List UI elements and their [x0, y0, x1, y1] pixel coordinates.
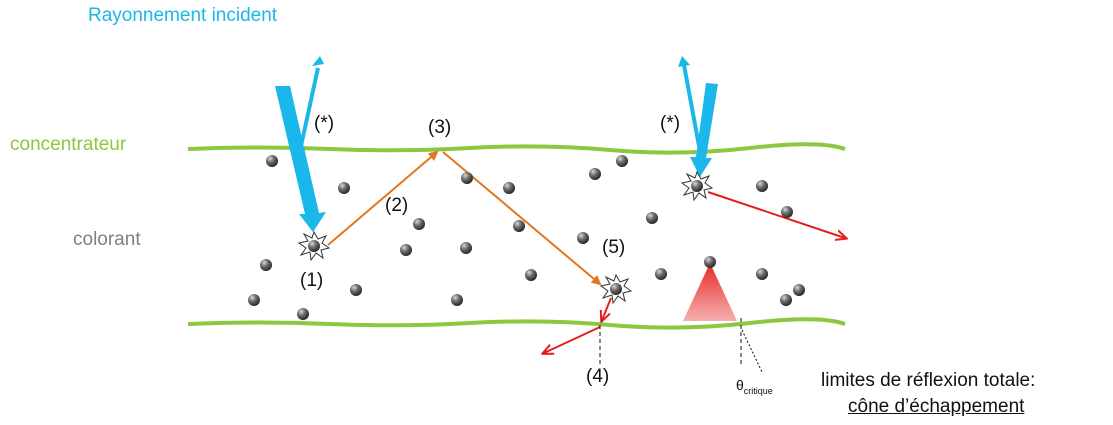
dye-molecule [503, 182, 515, 194]
dye-molecule [756, 180, 768, 192]
dye-molecule [461, 172, 473, 184]
theta-symbol: θ [736, 377, 744, 393]
reflected-beam-right [684, 65, 699, 146]
step-4-label: (4) [586, 367, 609, 386]
critical-angle-pointer [742, 330, 762, 372]
dye-molecule [525, 269, 537, 281]
incident-radiation-label: Rayonnement incident [88, 6, 277, 25]
step-3-label: (3) [428, 118, 451, 137]
incident-beam-left [275, 86, 326, 232]
theta-subscript: critique [744, 386, 773, 396]
escape-ray-bottom [544, 327, 600, 353]
dye-molecule [413, 218, 425, 230]
step-2-label: (2) [385, 196, 408, 215]
dye-molecule [756, 268, 768, 280]
escape-cone [683, 263, 737, 321]
top-interface [188, 144, 845, 152]
dye-molecule [266, 155, 278, 167]
dye-molecule [655, 268, 667, 280]
dye-molecule [451, 294, 463, 306]
reflected-beam-right-tip [678, 56, 690, 67]
dye-molecule [460, 242, 472, 254]
dye-molecule [781, 206, 793, 218]
dye-molecule [338, 182, 350, 194]
dye-molecule [704, 256, 716, 268]
dye-molecule [260, 259, 272, 271]
waveguide-path [328, 152, 437, 245]
star-label-left: (*) [314, 114, 334, 133]
dye-molecule [589, 168, 601, 180]
escape-ray-right [708, 192, 845, 238]
emission-burst [299, 232, 329, 260]
step-5-label: (5) [602, 238, 625, 257]
step-1-label: (1) [300, 271, 323, 290]
reflected-beam-left-tip [312, 56, 324, 66]
emission-burst [601, 275, 631, 303]
waveguide-path [443, 152, 600, 284]
dye-molecule [513, 220, 525, 232]
bottom-interface [188, 319, 845, 327]
escape-cone-label: cône d’échappement [848, 397, 1024, 416]
star-label-right: (*) [660, 114, 680, 133]
dye-molecule [577, 232, 589, 244]
dye-molecule [248, 294, 260, 306]
reflected-beam-left [301, 68, 318, 146]
dye-molecule [780, 294, 792, 306]
concentrator-label: concentrateur [10, 135, 126, 154]
total-reflection-limits-label: limites de réflexion totale: [821, 371, 1035, 390]
emission-burst [682, 172, 712, 200]
dye-molecule [793, 284, 805, 296]
dye-label: colorant [73, 230, 141, 249]
dye-molecule [400, 244, 412, 256]
dye-molecule [646, 212, 658, 224]
dye-molecule [297, 308, 309, 320]
escape-ray-bottom [602, 298, 611, 320]
dye-molecule [350, 284, 362, 296]
dye-molecule [616, 155, 628, 167]
critical-angle-label: θcritique [736, 378, 773, 396]
